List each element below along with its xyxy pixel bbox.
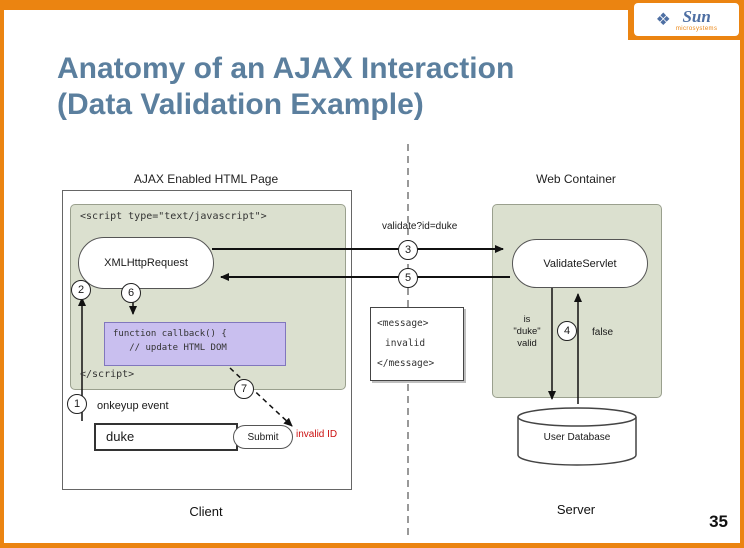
message-box: <message> invalid </message> [370,307,464,381]
server-caption: Server [556,502,596,517]
client-caption: Client [189,504,223,519]
logo-block: ❖ Sun microsystems [628,0,744,40]
db-query-line3: valid [517,337,537,349]
left-border [0,0,4,548]
validateservlet-node: ValidateServlet [512,239,648,288]
message-close-tag: </message> [377,357,435,369]
db-query-line1: is [523,314,531,325]
submit-button: Submit [233,425,293,449]
db-query-label: is "duke" valid [506,314,548,350]
step-7-badge: 7 [234,379,254,399]
page-title-line2: (Data Validation Example) [57,88,424,121]
request-url-label: validate?id=duke [382,221,458,232]
step-1-badge: 1 [67,394,87,414]
step-3-badge: 3 [398,240,418,260]
sun-logo-name: Sun [682,6,711,26]
callback-code-line1: function callback() { [113,329,227,339]
message-open-tag: <message> [377,318,429,329]
page-title-line1: Anatomy of an AJAX Interaction [57,52,515,85]
step-6-badge: 6 [121,283,141,303]
callback-function-node: function callback() { // update HTML DOM [104,322,286,366]
onkeyup-label: onkeyup event [97,400,169,412]
user-database-label: User Database [543,432,611,443]
xmlhttprequest-node: XMLHttpRequest [78,237,214,289]
step-4-badge: 4 [557,321,577,341]
client-heading: AJAX Enabled HTML Page [133,172,279,186]
script-close-tag: </script> [80,369,135,380]
callback-code-line2: // update HTML DOM [113,342,227,353]
right-border [740,0,744,548]
step-5-badge: 5 [398,268,418,288]
db-query-line2: "duke" [513,325,541,337]
message-value: invalid [385,337,426,349]
top-bar [0,0,744,10]
step-2-badge: 2 [71,280,91,300]
bottom-border [0,543,744,548]
page-number: 35 [709,512,728,531]
sun-logo: ❖ Sun microsystems [634,3,739,36]
web-container-box [492,204,662,398]
invalid-id-label: invalid ID [296,429,338,440]
sun-logo-icon: ❖ [655,10,671,29]
database-cylinder-top [517,407,637,427]
sun-logo-subtitle: microsystems [675,25,718,32]
username-input: duke [94,423,238,451]
false-result-label: false [592,327,614,338]
script-open-tag: <script type="text/javascript"> [80,211,267,222]
server-heading: Web Container [536,172,616,186]
